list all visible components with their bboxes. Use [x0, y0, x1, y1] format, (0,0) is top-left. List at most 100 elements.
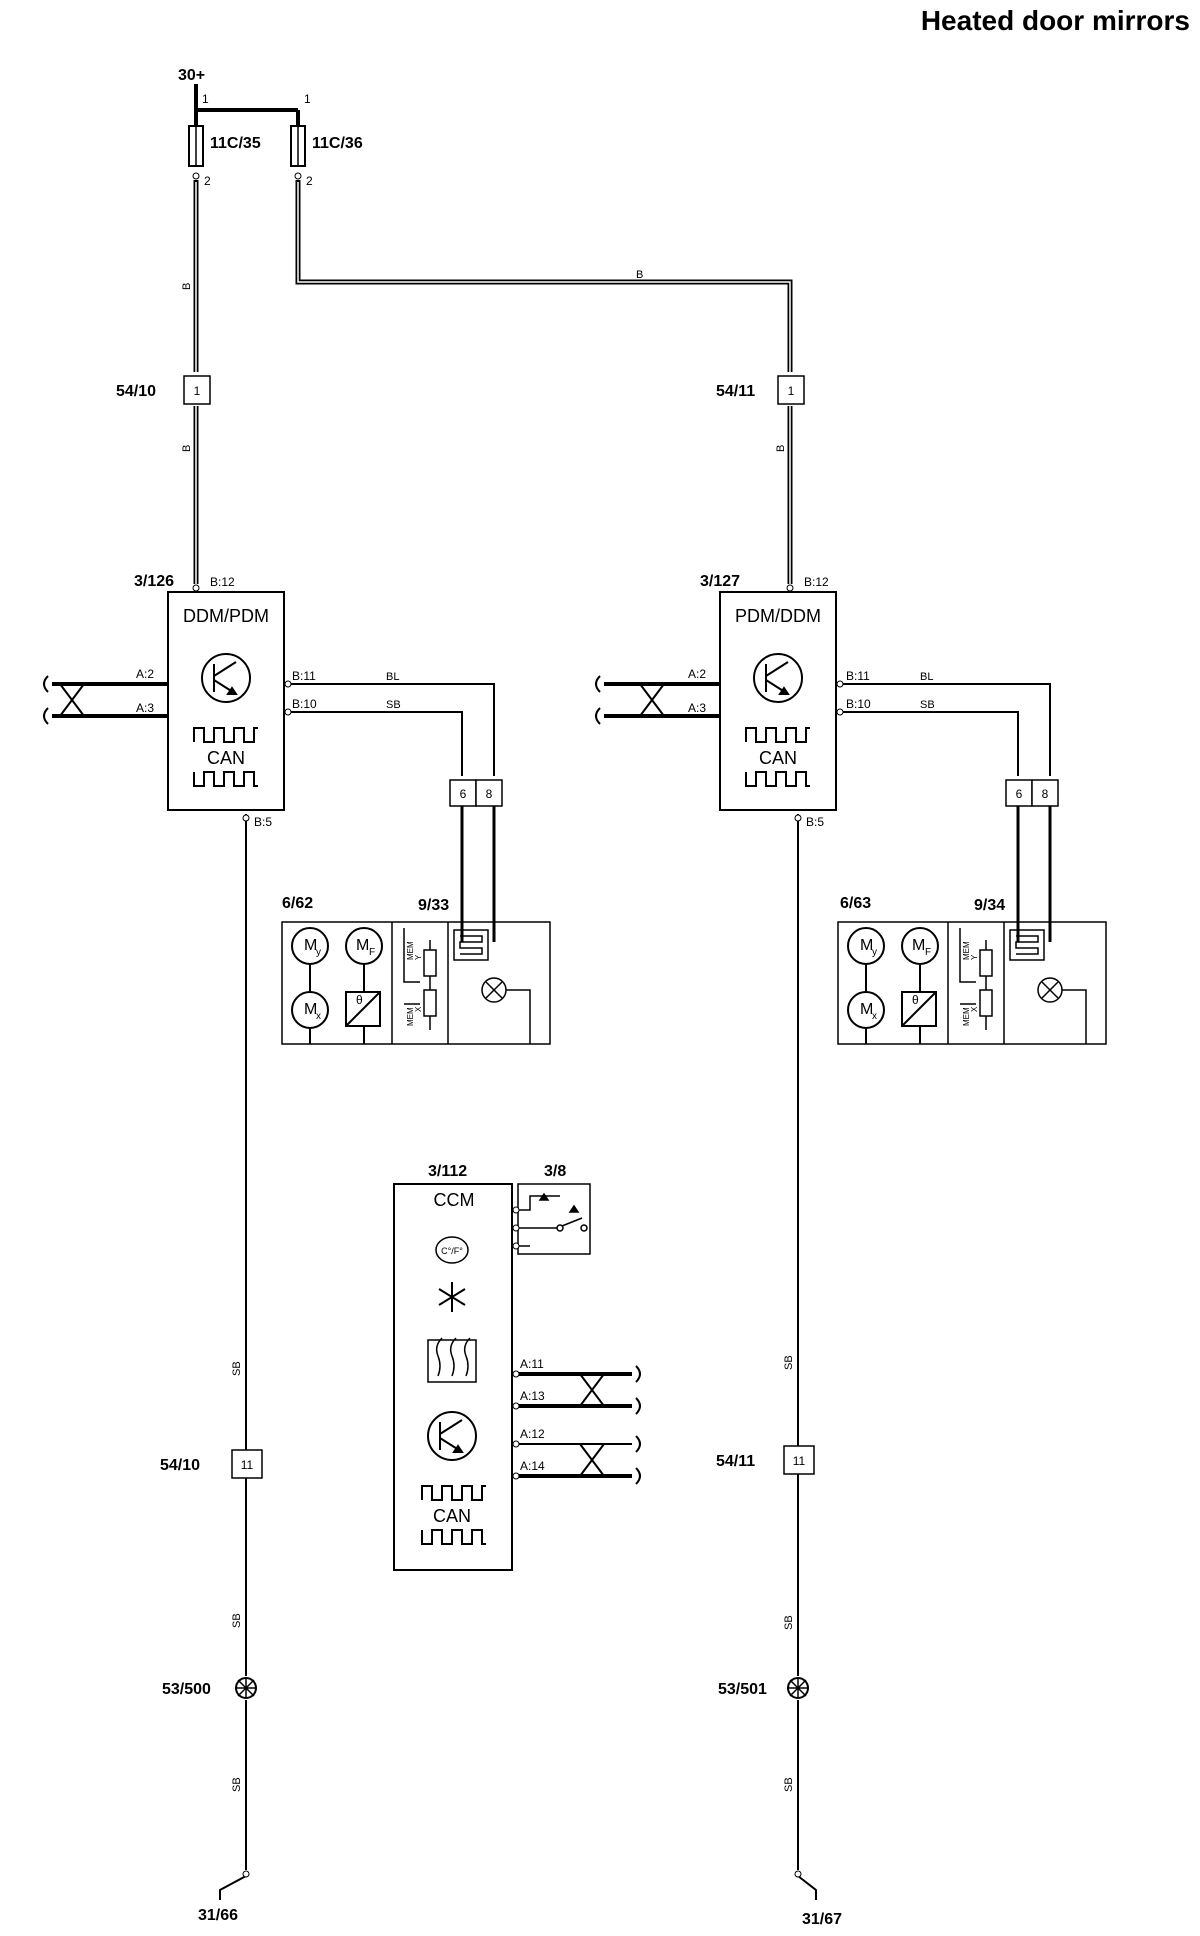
wire-b-right [295, 180, 793, 584]
heater-left-id: 9/33 [418, 897, 449, 914]
svg-text:M: M [356, 937, 369, 954]
heater-element-right [1009, 929, 1045, 961]
wire-color-bl-right: BL [920, 671, 933, 683]
power-label: 30+ [178, 67, 205, 84]
svg-text:M: M [304, 937, 317, 954]
ground-wire-right [797, 814, 817, 1900]
fuse2-pin-in: 1 [304, 92, 311, 106]
can-icon [421, 1485, 486, 1545]
module-left-pin-b5: B:5 [254, 815, 272, 829]
connector-mirror-left: 6 8 [449, 779, 503, 807]
wire-color-gnd-right-2: SB [783, 1615, 795, 1630]
fuse1-pin-in: 1 [202, 92, 209, 106]
heater-right-id: 9/34 [974, 897, 1005, 914]
svg-text:54/10: 54/10 [160, 1457, 200, 1474]
fuse1-label: 11C/35 [210, 135, 261, 152]
connector-54-10-top: 1 54/10 [116, 375, 211, 405]
transistor-icon [753, 653, 803, 703]
svg-text:MEM: MEM [962, 1007, 971, 1026]
page-title: Heated door mirrors [921, 5, 1190, 36]
rear-defrost-icon [427, 1337, 477, 1383]
module-right-pin-b5: B:5 [806, 815, 824, 829]
svg-text:θ: θ [356, 993, 363, 1007]
svg-text:y: y [316, 947, 321, 958]
ccm-id: 3/112 [428, 1163, 467, 1180]
ground-31-66: 31/66 [198, 1907, 238, 1924]
module-3-126: 3/126 B:12 DDM/PDM CAN A:2 A:3 B:11 B:10… [134, 573, 317, 829]
connector-54-11-bottom: 11 54/11 [716, 1445, 815, 1475]
wire-color-sb-right: SB [920, 699, 935, 711]
power-bus [194, 84, 300, 126]
fuse-11c35: 11C/35 [188, 125, 261, 180]
module-left-name: DDM/PDM [183, 606, 269, 626]
connector-54-10-bottom: 11 54/10 [160, 1449, 263, 1479]
svg-text:53/501: 53/501 [718, 1681, 767, 1698]
fuse-pin-labels: 1 1 2 2 [202, 92, 313, 188]
svg-text:1: 1 [788, 384, 795, 398]
svg-text:6: 6 [460, 787, 467, 801]
connector-mirror-right: 6 8 [1005, 779, 1059, 807]
mirror-left-id: 6/62 [282, 895, 313, 912]
svg-text:53/500: 53/500 [162, 1681, 211, 1698]
temp-unit-icon: C°/F° [435, 1236, 469, 1264]
ccm-can: CAN [433, 1506, 471, 1526]
fuse2-pin-out: 2 [306, 174, 313, 188]
module-left-pin-b10: B:10 [292, 697, 317, 711]
wire-color-sb-left: SB [386, 699, 401, 711]
switch-3-8 [516, 1183, 591, 1255]
svg-text:MEM: MEM [406, 1007, 415, 1026]
svg-text:X: X [414, 1006, 423, 1012]
svg-text:MEM: MEM [962, 941, 971, 960]
module-left-can: CAN [207, 748, 245, 768]
splice-53-501: 53/501 [718, 1677, 809, 1699]
ccm-pin-a12: A:12 [520, 1427, 545, 1441]
wire-color-right-2: B [775, 445, 787, 452]
svg-text:8: 8 [1042, 787, 1049, 801]
ccm-pin-a11: A:11 [520, 1357, 544, 1371]
svg-text:MEM: MEM [406, 941, 415, 960]
wire-color-gnd-left-3: SB [231, 1777, 243, 1792]
svg-text:θ: θ [912, 993, 919, 1007]
module-right-name: PDM/DDM [735, 606, 821, 626]
svg-text:M: M [912, 937, 925, 954]
svg-text:F: F [369, 947, 375, 958]
svg-text:54/11: 54/11 [716, 1453, 755, 1470]
fuse2-label: 11C/36 [312, 135, 363, 152]
module-right-pin-a2: A:2 [688, 667, 706, 681]
heater-element-left [453, 929, 489, 961]
signal-wires-right [840, 683, 1052, 942]
svg-text:M: M [860, 1001, 873, 1018]
splice-53-500: 53/500 [162, 1677, 257, 1699]
fuse-11c36: 11C/36 [290, 125, 363, 180]
module-right-can: CAN [759, 748, 797, 768]
module-left-pin-b12: B:12 [210, 575, 235, 589]
module-left-pin-a2: A:2 [136, 667, 154, 681]
ground-wire-left [219, 814, 247, 1900]
svg-text:F: F [925, 947, 931, 958]
connector-54-11-label: 54/11 [716, 383, 755, 400]
lamp-icon [481, 977, 531, 1044]
module-3-127: 3/127 B:12 PDM/DDM CAN A:2 A:3 B:11 B:10… [688, 573, 871, 829]
module-right-pin-b10: B:10 [846, 697, 871, 711]
svg-text:Y: Y [970, 954, 979, 960]
svg-text:M: M [304, 1001, 317, 1018]
svg-text:x: x [872, 1011, 877, 1022]
ccm-pin-a14: A:14 [520, 1459, 545, 1473]
fuse1-pin-out: 2 [204, 174, 211, 188]
twisted-pair-right [595, 675, 720, 725]
mirror-right-id: 6/63 [840, 895, 871, 912]
ground-31-67: 31/67 [802, 1911, 842, 1928]
svg-text:C°/F°: C°/F° [441, 1246, 463, 1256]
can-icon [193, 727, 258, 787]
wire-color-gnd-left-2: SB [231, 1613, 243, 1628]
signal-wires-left [288, 683, 496, 942]
wire-color-gnd-left-1: SB [231, 1361, 243, 1376]
mirror-right-6-63: 6/63 9/34 M y M F M x θ [837, 895, 1107, 1045]
module-left-id: 3/126 [134, 573, 174, 590]
connector-54-10-label: 54/10 [116, 383, 156, 400]
snowflake-icon [438, 1282, 466, 1312]
module-left-pin-a3: A:3 [136, 701, 154, 715]
wire-color-gnd-right-3: SB [783, 1777, 795, 1792]
module-right-pin-b11: B:11 [846, 669, 870, 683]
